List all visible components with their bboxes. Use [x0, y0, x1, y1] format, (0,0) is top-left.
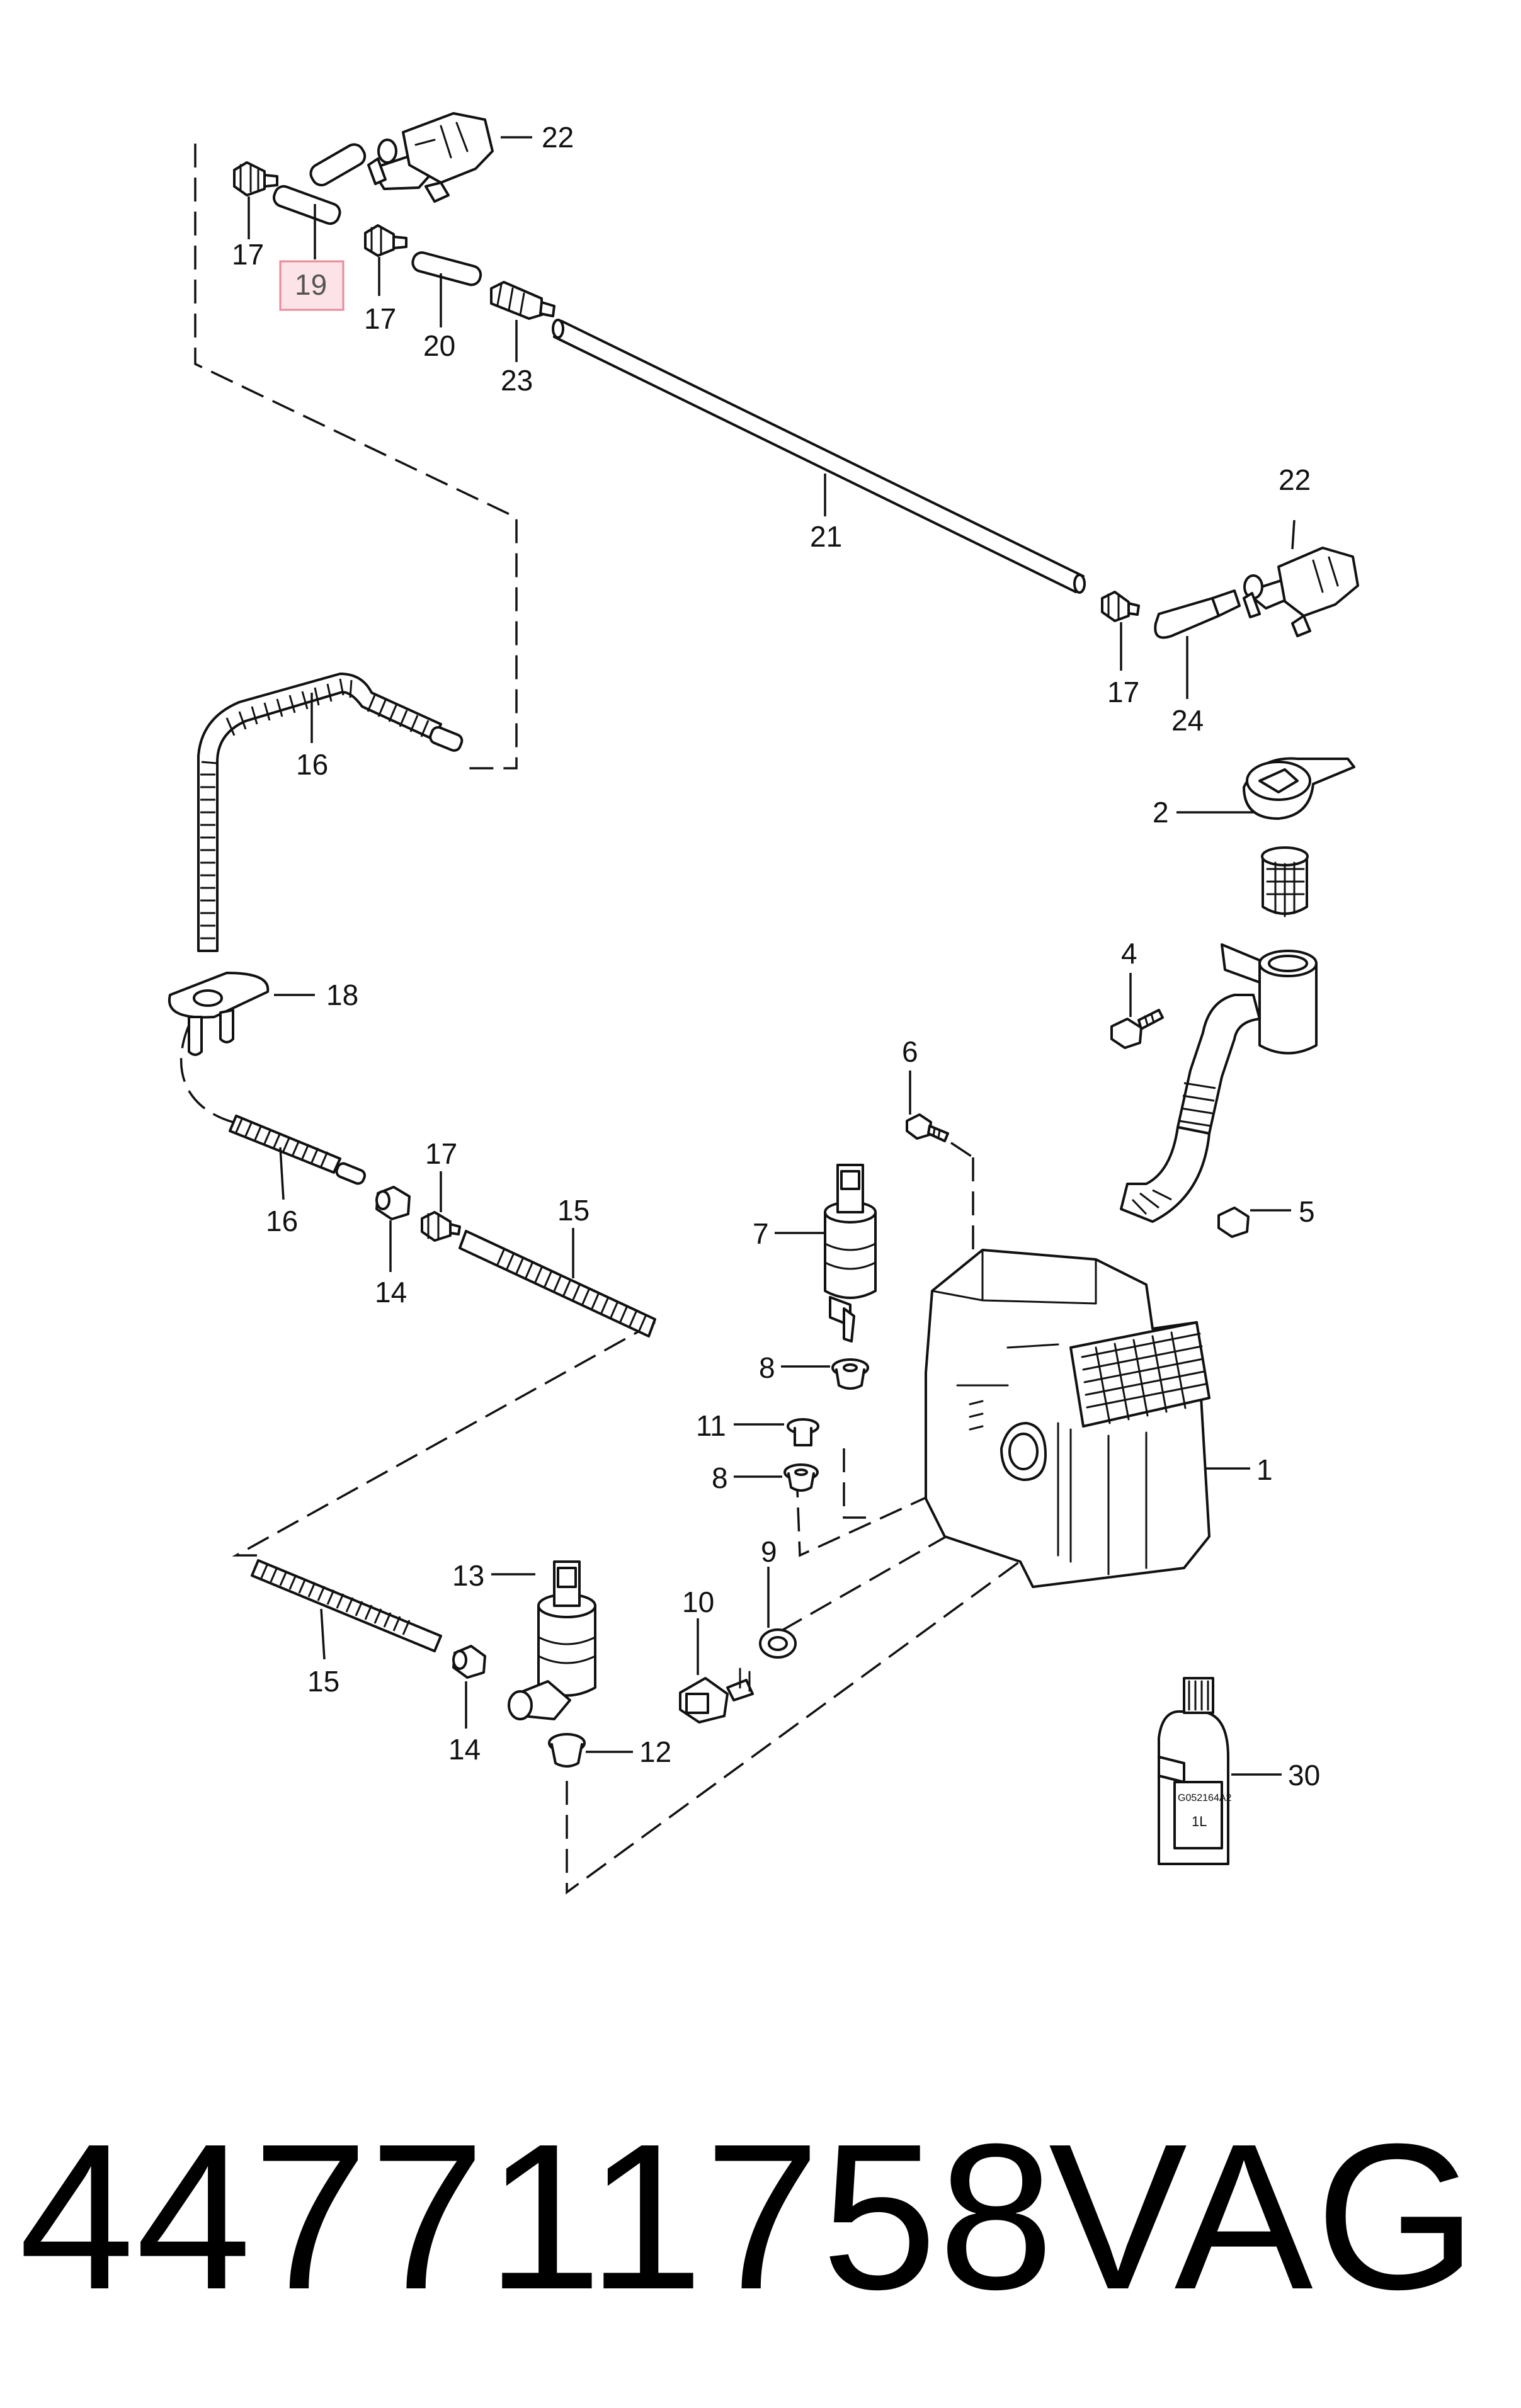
- label-part-8-upper: 8: [759, 1351, 775, 1384]
- label-part-17-middle: 17: [425, 1137, 457, 1170]
- t-connector-19: [272, 143, 367, 225]
- bottle-volume-label: 1L: [1192, 1814, 1207, 1829]
- label-part-15-lower: 15: [307, 1665, 339, 1698]
- seal-ring-9: [759, 1628, 797, 1659]
- rivet-11: [787, 1418, 819, 1446]
- connector-17-middle: [421, 1211, 461, 1242]
- check-valve-23: [490, 281, 555, 320]
- grommet-12: [548, 1733, 586, 1768]
- strainer-2: [1261, 846, 1309, 917]
- label-part-20: 20: [423, 329, 455, 362]
- connector-14-lower: [452, 1645, 486, 1679]
- label-part-21: 21: [810, 520, 842, 553]
- washer-nozzle-22-top: [367, 112, 494, 203]
- label-part-1: 1: [1256, 1453, 1273, 1486]
- grommet-8-upper: [831, 1358, 869, 1390]
- label-part-14-upper: 14: [375, 1276, 407, 1309]
- label-part-18: 18: [326, 979, 358, 1011]
- label-part-2: 2: [1153, 796, 1169, 829]
- label-part-22-top: 22: [542, 121, 574, 154]
- label-part-19: 19: [295, 268, 327, 301]
- long-hose-21: [552, 319, 1086, 594]
- corrugated-hose-15-lower: [251, 1559, 442, 1652]
- bolt-4: [1110, 1009, 1164, 1049]
- connector-17-top-left: [233, 161, 278, 196]
- label-part-22-right: 22: [1279, 463, 1311, 496]
- bolt-6: [906, 1113, 949, 1142]
- mounting-bracket-18: [168, 972, 270, 1056]
- level-sensor-10: [679, 1667, 754, 1724]
- part-number: 447711758: [19, 2100, 1056, 2332]
- label-part-16-upper: 16: [296, 748, 328, 781]
- fluid-bottle-30: G052164A2 1L: [1158, 1677, 1232, 1865]
- filler-neck: [1120, 943, 1318, 1223]
- label-part-8-lower: 8: [712, 1462, 728, 1494]
- bottle-code-label: G052164A2: [1178, 1793, 1232, 1803]
- part-labels: 22 17 19 17 20 23 21 22 17 24 2 16 18 4 …: [232, 121, 1320, 1792]
- label-part-5: 5: [1299, 1195, 1315, 1228]
- label-part-7: 7: [753, 1217, 769, 1250]
- label-part-17-right: 17: [1107, 676, 1139, 708]
- washer-nozzle-22-right: [1243, 547, 1359, 637]
- connector-17-second: [364, 224, 407, 257]
- brand-name: VAG: [1049, 2100, 1480, 2332]
- assembly-dashed-lines: [179, 144, 1047, 1895]
- label-part-14-lower: 14: [448, 1733, 481, 1766]
- connector-14-upper: [375, 1186, 411, 1220]
- label-part-24: 24: [1171, 704, 1204, 737]
- label-part-16-lower: 16: [266, 1205, 298, 1237]
- filler-cap-2: [1243, 757, 1355, 820]
- leader-lines: [248, 136, 1296, 1776]
- label-part-12: 12: [639, 1735, 671, 1768]
- label-part-11: 11: [696, 1409, 726, 1442]
- label-part-13: 13: [452, 1559, 484, 1592]
- corrugated-hose-16-upper: [197, 673, 464, 952]
- highlight-part-19: [279, 260, 345, 311]
- corrugated-hose-16-lower: [229, 1115, 367, 1185]
- nut-5: [1217, 1207, 1250, 1238]
- connector-17-right: [1101, 591, 1140, 622]
- label-part-6: 6: [902, 1035, 918, 1068]
- hose-20: [411, 251, 482, 287]
- elbow-hose-24: [1154, 589, 1241, 639]
- grommet-8-lower: [783, 1463, 819, 1492]
- label-part-9: 9: [761, 1535, 777, 1568]
- label-part-15-upper: 15: [557, 1194, 590, 1227]
- label-part-17-top-left: 17: [232, 238, 264, 271]
- washer-pump-13: [508, 1560, 596, 1720]
- label-part-30: 30: [1288, 1759, 1320, 1792]
- label-part-10: 10: [682, 1586, 714, 1618]
- washer-reservoir-1: [925, 1249, 1211, 1588]
- label-part-17-second: 17: [364, 302, 396, 335]
- label-part-23: 23: [501, 364, 533, 397]
- washer-pump-7: [824, 1164, 877, 1343]
- label-part-4: 4: [1121, 937, 1137, 970]
- corrugated-hose-15-upper: [459, 1230, 656, 1337]
